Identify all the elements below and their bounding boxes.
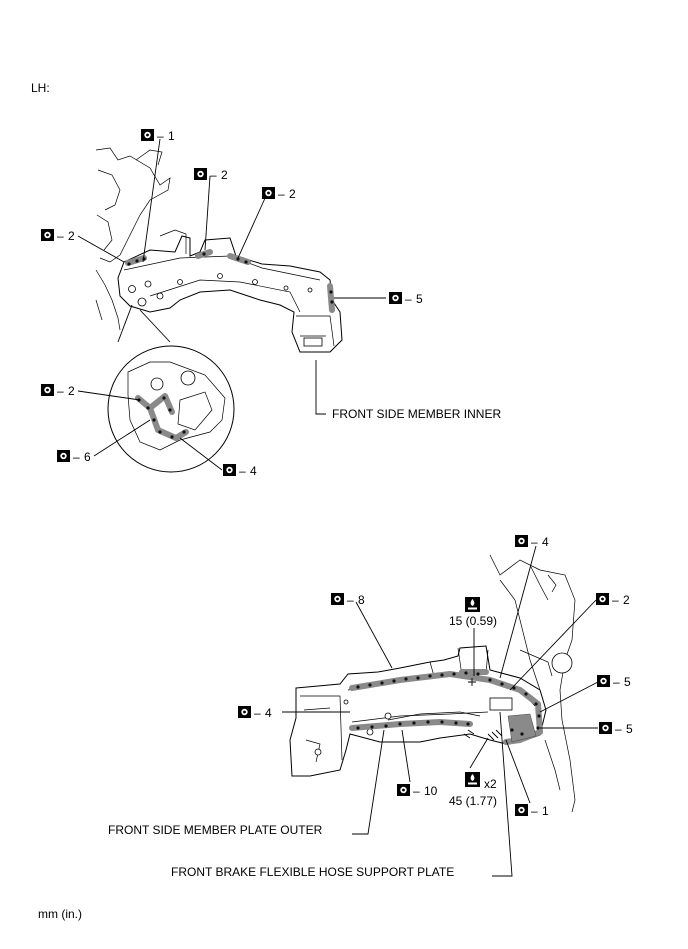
callout-t2d: – 2 [41,384,75,398]
brazing-torch-icon [465,772,480,787]
label-front-brake-hose-support-plate: FRONT BRAKE FLEXIBLE HOSE SUPPORT PLATE [171,865,454,879]
svg-text:2: 2 [623,593,630,607]
spot-weld-square-icon [57,450,70,462]
spot-weld-square-icon [515,804,528,816]
callout-t2c: – 2 [41,229,75,243]
spot-weld-square-icon [194,168,207,180]
callout-b1: – 1 [515,804,549,818]
spot-weld-square-icon [515,535,528,547]
callout-t6: – 6 [57,450,91,464]
spot-weld-square-icon [41,229,54,241]
spot-weld-square-icon [331,593,344,605]
svg-text:–: – [413,784,420,798]
label-front-side-member-plate-outer: FRONT SIDE MEMBER PLATE OUTER [108,823,323,837]
svg-text:–: – [613,675,620,689]
brazing-spec-lower: x2 45 (1.77) [449,772,497,808]
label-front-side-member-inner: FRONT SIDE MEMBER INNER [332,407,501,421]
callout-b8: – 8 [331,593,365,607]
svg-text:–: – [405,292,412,306]
svg-text:–: – [157,129,164,143]
side-label: LH: [31,81,50,95]
svg-text:4: 4 [542,535,549,549]
svg-text:2: 2 [68,229,75,243]
bottom-figure [282,545,599,877]
spot-weld-square-icon [223,464,236,476]
spot-weld-square-icon [262,187,275,199]
brazing-torch-icon [465,597,480,612]
svg-text:–: – [254,706,261,720]
svg-text:–: – [612,593,619,607]
svg-text:4: 4 [265,706,272,720]
svg-text:5: 5 [626,722,633,736]
top-figure [77,138,386,473]
svg-text:8: 8 [358,593,365,607]
callout-b4b: – 4 [238,706,272,720]
callout-t2a: – 2 [194,168,228,182]
callout-t2b: – 2 [262,187,296,201]
brazing-multiplier: x2 [484,777,497,791]
svg-text:1: 1 [542,804,549,818]
svg-text:–: – [278,187,285,201]
weld-dots-bottom [356,671,541,736]
callout-t1: – 1 [141,129,175,143]
svg-text:–: – [57,229,64,243]
svg-text:–: – [615,722,622,736]
svg-text:–: – [57,384,64,398]
svg-text:2: 2 [289,187,296,201]
detail-view [127,361,226,451]
svg-text:2: 2 [221,168,228,182]
svg-text:–: – [531,535,538,549]
callout-t5: – 5 [389,292,423,306]
spot-weld-square-icon [41,384,54,396]
svg-text:–: – [239,464,246,478]
svg-text:–: – [73,450,80,464]
callout-b10: – 10 [397,784,438,798]
callout-b5b: – 5 [599,722,633,736]
callout-b4a: – 4 [515,535,549,549]
svg-text:5: 5 [416,292,423,306]
spot-weld-square-icon [397,784,410,796]
brazing-length-upper: 15 (0.59) [449,614,497,628]
svg-text:4: 4 [250,464,257,478]
callout-b5a: – 5 [597,675,631,689]
brazing-spec-upper: 15 (0.59) [449,597,497,628]
brazing-length-lower: 45 (1.77) [449,794,497,808]
callout-t4: – 4 [223,464,257,478]
svg-text:2: 2 [68,384,75,398]
svg-text:–: – [347,593,354,607]
spot-weld-square-icon [389,292,402,304]
spot-weld-square-icon [599,722,612,734]
callout-b2: – 2 [596,593,630,607]
svg-text:5: 5 [624,675,631,689]
svg-text:1: 1 [168,129,175,143]
svg-text:–: – [531,804,538,818]
spot-weld-square-icon [238,706,251,718]
svg-text:10: 10 [424,784,438,798]
spot-weld-square-icon [596,593,609,605]
unit-note: mm (in.) [38,907,82,921]
svg-text:–: – [210,168,217,182]
spot-weld-square-icon [597,675,610,687]
spot-weld-square-icon [141,129,154,141]
svg-text:6: 6 [84,450,91,464]
